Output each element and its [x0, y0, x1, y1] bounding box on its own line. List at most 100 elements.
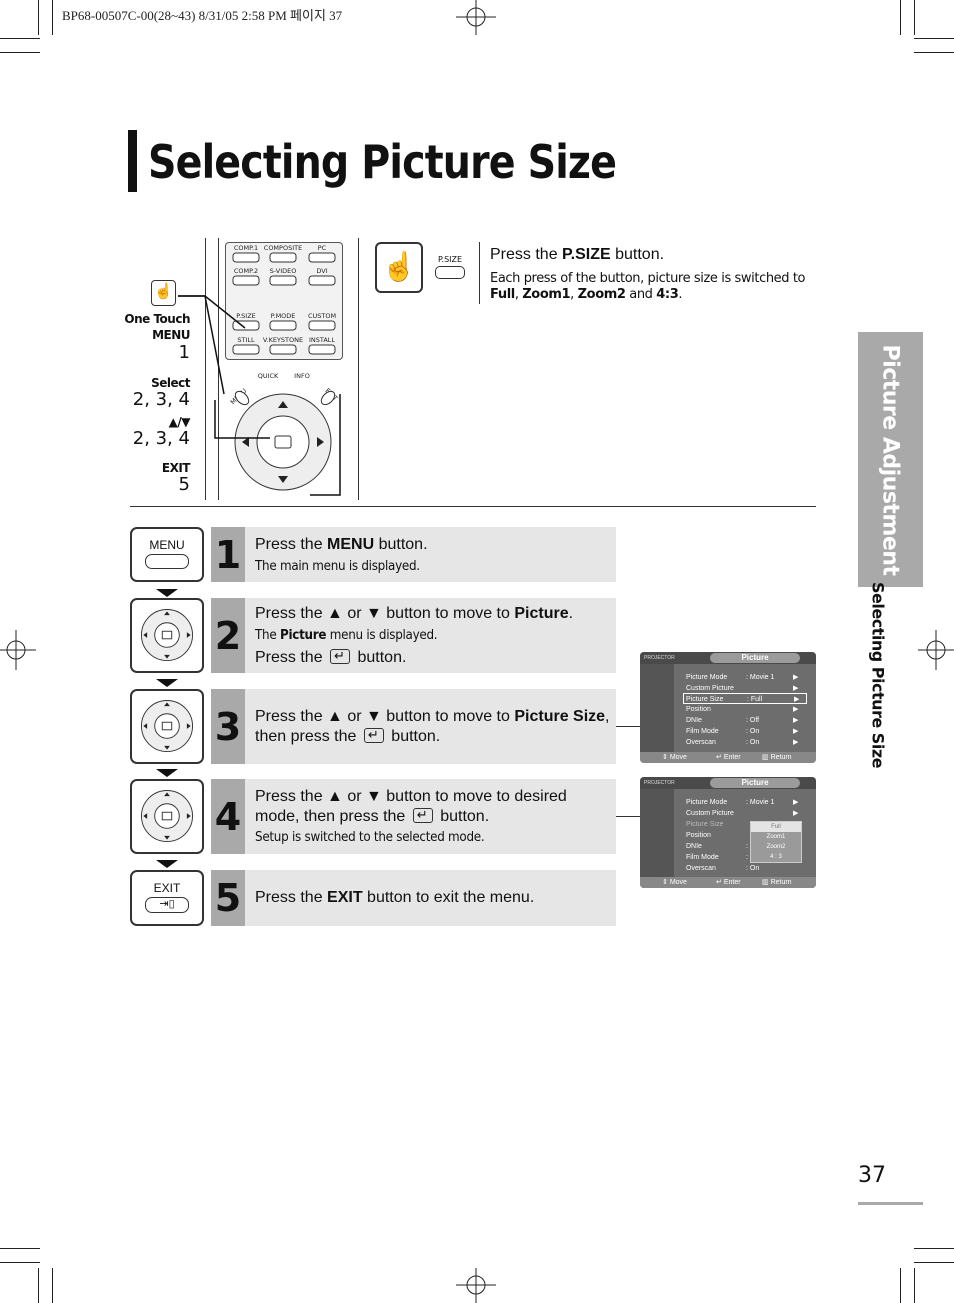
page-number: 37 [858, 1163, 886, 1188]
osd-row: Film Mode: On▶ [686, 728, 799, 735]
step-3-text-2: then press the button. [255, 725, 440, 747]
step-1-note: The main menu is displayed. [255, 559, 420, 574]
osd-option: Zoom1 [766, 834, 786, 840]
osd-brand: PROJECTOR [644, 780, 675, 786]
enter-icon [363, 725, 384, 745]
remote-label-select: Select [151, 376, 190, 390]
menu-button-icon: MENU [130, 527, 204, 582]
osd-row: Position▶ [686, 706, 799, 713]
osd-connector [616, 816, 640, 817]
step-number: 2 [211, 598, 245, 673]
svg-text:CUSTOM: CUSTOM [308, 312, 336, 320]
exit-button-icon: EXIT ⇥▯ [130, 870, 204, 926]
step-2-note: The Picture menu is displayed. [255, 628, 438, 643]
osd-option: Zoom2 [766, 844, 786, 850]
remote-illustration: COMP.1 COMPOSITE PC COMP.2 S-VIDEO DVI P.SIZ… [205, 238, 360, 500]
osd-row: Overscan: On [686, 865, 760, 872]
svg-text:COMPOSITE: COMPOSITE [264, 244, 302, 252]
remote-num-updown: 2, 3, 4 [132, 428, 190, 449]
svg-text:STILL: STILL [237, 336, 255, 344]
osd-row: DNIe: [686, 843, 748, 850]
osd-row: Picture Mode: Movie 1▶ [686, 674, 799, 681]
navigation-pad-icon [130, 598, 204, 673]
osd-option-selected: Full [751, 822, 801, 832]
osd-row-selected: Picture Size: Full▶ [683, 693, 807, 704]
osd-brand: PROJECTOR [644, 655, 675, 661]
osd-row: DNIe: Off▶ [686, 717, 799, 724]
registration-mark-icon [456, 1268, 496, 1303]
registration-mark-icon [0, 630, 36, 670]
arrow-down-icon [156, 860, 178, 868]
osd-category-icons [640, 789, 674, 877]
remote-num-menu: 1 [178, 342, 190, 363]
enter-icon [330, 646, 351, 666]
svg-text:DVI: DVI [316, 267, 327, 275]
step-2: 2 Press the ▲ or ▼ button to move to Pic… [211, 598, 616, 673]
step-1-text: Press the MENU button. [255, 536, 428, 553]
svg-text:S-VIDEO: S-VIDEO [270, 267, 297, 275]
remote-label-onetouch: One Touch [124, 312, 190, 326]
osd-category-icons [640, 664, 674, 752]
osd-title: Picture [710, 778, 800, 788]
page-title: Selecting Picture Size [148, 135, 617, 189]
osd-row: Film Mode: [686, 854, 748, 861]
svg-text:COMP.2: COMP.2 [234, 267, 258, 275]
svg-text:P.MODE: P.MODE [271, 312, 296, 320]
remote-label-menu: MENU [152, 328, 190, 342]
psize-heading: Press the P.SIZE button. [490, 246, 665, 263]
step-5-text: Press the EXIT button to exit the menu. [255, 889, 535, 906]
svg-text:COMP.1: COMP.1 [234, 244, 258, 252]
osd-row: Position [686, 832, 711, 839]
section-divider [130, 506, 816, 507]
psize-hand-icon: ☝ [375, 242, 423, 293]
step-2-text-2: Press the button. [255, 646, 406, 668]
osd-size-options: Full Zoom1 Zoom2 4 : 3 [750, 821, 802, 863]
navigation-pad-icon [130, 779, 204, 854]
osd-row: Picture Mode: Movie 1▶ [686, 799, 799, 806]
remote-label-exit: EXIT [161, 461, 191, 475]
remote-buttons-icon: COMP.1 COMPOSITE PC COMP.2 S-VIDEO DVI P.SIZ… [229, 244, 339, 491]
hand-pointer-icon: ☝ [151, 280, 176, 306]
section-tab-label: Picture Adjustment [877, 344, 903, 576]
osd-row: Custom Picture▶ [686, 810, 799, 817]
osd-footer: ⇕ Move ↵ Enter ▥ Return [640, 877, 816, 888]
step-4-note: Setup is switched to the selected mode. [255, 830, 485, 845]
step-number: 5 [211, 870, 245, 926]
title-bar [128, 130, 137, 192]
arrow-down-icon [156, 769, 178, 777]
step-3: 3 Press the ▲ or ▼ button to move to Pic… [211, 689, 616, 764]
psize-icon-label: P.SIZE [437, 255, 463, 264]
remote-num-exit: 5 [178, 474, 190, 495]
step-number: 3 [211, 689, 245, 764]
osd-row-selected: Picture Size [686, 821, 724, 828]
section-tab [858, 332, 923, 587]
psize-button-icon: P.SIZE [431, 255, 469, 283]
remote-label-updown: ▲/▼ [168, 415, 191, 429]
registration-mark-icon [456, 0, 496, 35]
osd-option: 4 : 3 [770, 854, 782, 860]
step-4: 4 Press the ▲ or ▼ button to move to des… [211, 779, 616, 854]
step-2-text: Press the ▲ or ▼ button to move to Pictu… [255, 605, 574, 622]
osd-connector [616, 726, 640, 727]
svg-text:QUICK: QUICK [258, 372, 279, 380]
arrow-down-icon [156, 589, 178, 597]
svg-text:PC: PC [318, 244, 327, 252]
registration-mark-icon [918, 630, 954, 670]
subsection-label: Selecting Picture Size [868, 582, 888, 768]
svg-text:P.SIZE: P.SIZE [236, 312, 256, 320]
osd-row: Overscan: On▶ [686, 739, 799, 746]
enter-icon [412, 805, 433, 825]
osd-row: Custom Picture▶ [686, 685, 799, 692]
step-4-text-2: mode, then press the button. [255, 805, 489, 827]
osd-title: Picture [710, 653, 800, 663]
navigation-pad-icon [130, 689, 204, 764]
step-1: 1 Press the MENU button. The main menu i… [211, 527, 616, 582]
print-header: BP68-00507C-00(28~43) 8/31/05 2:58 PM 페이… [62, 8, 343, 23]
step-5: 5 Press the EXIT button to exit the menu… [211, 870, 616, 926]
svg-text:INFO: INFO [294, 372, 310, 380]
psize-divider [479, 242, 480, 304]
osd-footer: ⇕ Move ↵ Enter ▥ Return [640, 752, 816, 763]
